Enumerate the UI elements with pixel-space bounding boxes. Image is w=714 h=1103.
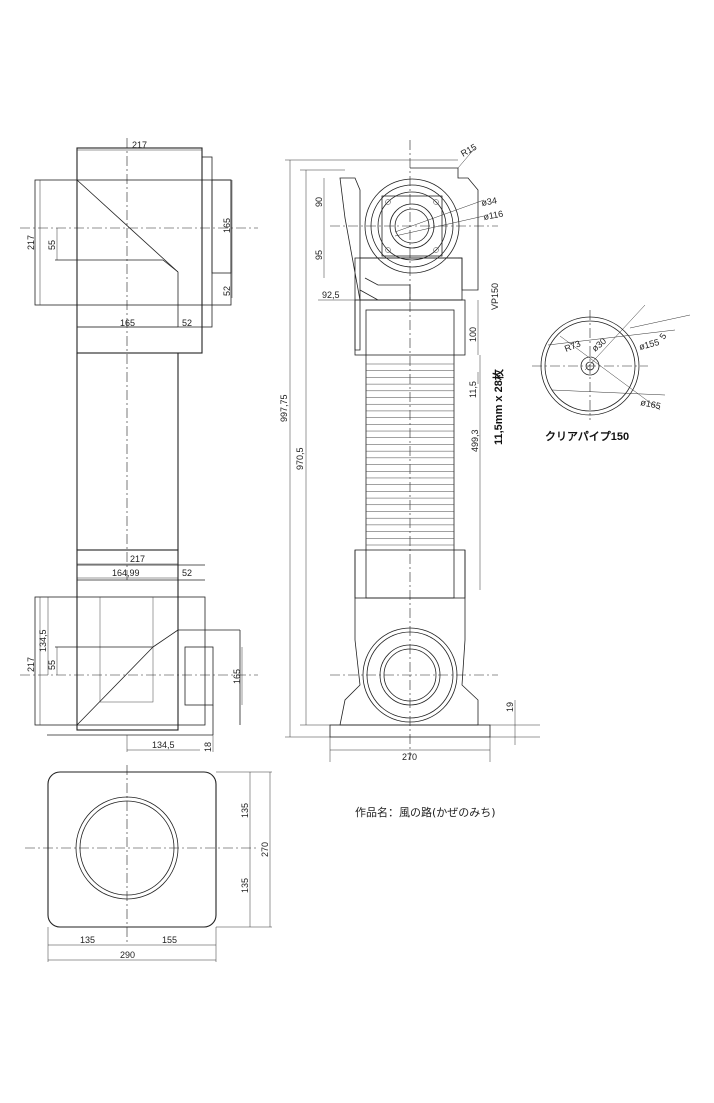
dim-h95: 95 bbox=[314, 250, 324, 260]
dim-base-19: 19 bbox=[505, 702, 515, 712]
dim-left-height: 217 bbox=[26, 235, 36, 250]
dim-w92: 92,5 bbox=[322, 290, 340, 300]
dim-elbow-55: 55 bbox=[47, 660, 57, 670]
dim-inner-55: 55 bbox=[47, 240, 57, 250]
dim-h90: 90 bbox=[314, 197, 324, 207]
side-view bbox=[329, 140, 498, 760]
base-plan-dimensions: 135 135 270 135 155 290 bbox=[47, 771, 272, 962]
dim-elbow-top-217: 217 bbox=[130, 554, 145, 564]
front-view-bottom-elbow bbox=[20, 549, 258, 736]
dim-base-b135: 135 bbox=[80, 935, 95, 945]
dim-d165: ø165 bbox=[640, 397, 662, 411]
dim-d116: ø116 bbox=[483, 209, 504, 222]
pipe-section-view: R73 ø30 ø155 ø165 5 クリアパイプ150 bbox=[532, 304, 691, 443]
work-title: 作品名：風の路(かぜのみち) bbox=[355, 805, 496, 819]
dim-d30: ø30 bbox=[590, 336, 608, 354]
dim-h11: 11,5 bbox=[468, 381, 478, 398]
front-view-top-elbow bbox=[20, 138, 258, 580]
dim-elbow-bottom-18: 18 bbox=[203, 742, 213, 752]
vp-label: VP150 bbox=[490, 283, 500, 310]
dim-right-52: 52 bbox=[222, 286, 232, 296]
dim-r73: R73 bbox=[563, 338, 582, 353]
dim-base-r135b: 135 bbox=[240, 878, 250, 893]
fin-note: 11,5mm x 28枚 bbox=[491, 368, 505, 445]
base-plan-view bbox=[25, 765, 258, 945]
dim-base-r270: 270 bbox=[260, 842, 270, 857]
dim-h100: 100 bbox=[468, 327, 478, 342]
dim-base-b155: 155 bbox=[162, 935, 177, 945]
dim-elbow-bottom-134: 134,5 bbox=[152, 740, 175, 750]
dim-elbow-52: 52 bbox=[182, 568, 192, 578]
dim-bottom-52: 52 bbox=[182, 318, 192, 328]
dim-base-b290: 290 bbox=[120, 950, 135, 960]
dim-total-970: 970,5 bbox=[295, 447, 305, 470]
dim-r5: 5 bbox=[657, 331, 668, 341]
dim-base-270: 270 bbox=[402, 752, 417, 762]
dim-elbow-right-165: 165 bbox=[232, 669, 242, 684]
dim-r15: R15 bbox=[459, 142, 478, 159]
cooling-fins bbox=[366, 363, 454, 546]
front-top-dimensions: 217 217 55 165 52 165 52 bbox=[26, 140, 233, 328]
side-view-dimensions: 997,75 970,5 90 95 92,5 R15 ø34 ø116 100… bbox=[279, 142, 540, 762]
bottom-elbow-dimensions: 217 164,99 52 217 134,5 55 165 134,5 18 bbox=[26, 554, 243, 752]
dim-total-997: 997,75 bbox=[279, 394, 289, 422]
dim-h499: 499,3 bbox=[470, 429, 480, 452]
dim-right-165: 165 bbox=[222, 218, 232, 233]
dim-elbow-164: 164,99 bbox=[112, 568, 140, 578]
dim-d34: ø34 bbox=[481, 195, 498, 208]
dim-bottom-165: 165 bbox=[120, 318, 135, 328]
dim-base-r135a: 135 bbox=[240, 803, 250, 818]
front-view-pipe bbox=[76, 353, 179, 550]
pipe-label: クリアパイプ150 bbox=[545, 429, 629, 443]
dim-elbow-left-217: 217 bbox=[26, 657, 36, 672]
dim-top-width: 217 bbox=[132, 140, 147, 150]
dim-d155: ø155 bbox=[638, 337, 660, 352]
dim-elbow-134: 134,5 bbox=[38, 629, 48, 652]
